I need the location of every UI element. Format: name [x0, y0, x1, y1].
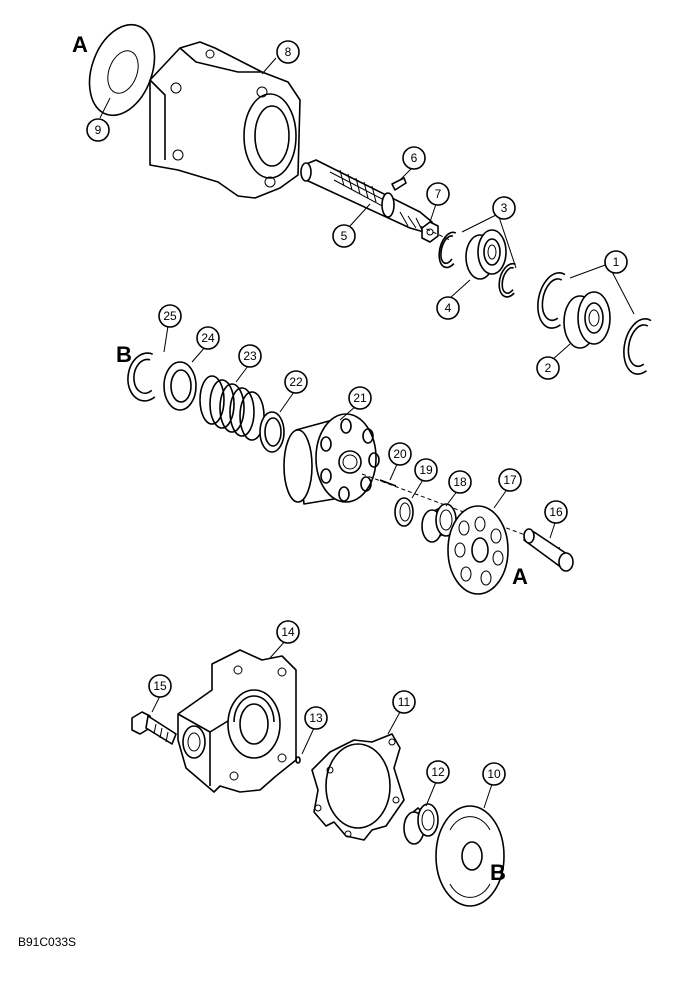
svg-text:11: 11	[398, 695, 411, 709]
callout-10: 10	[482, 762, 506, 786]
svg-text:5: 5	[341, 229, 348, 243]
part-4-bearing	[465, 229, 507, 280]
callout-20: 20	[388, 442, 412, 466]
callout-4: 4	[436, 296, 460, 320]
callout-2: 2	[536, 356, 560, 380]
svg-text:13: 13	[309, 711, 323, 725]
svg-text:20: 20	[393, 447, 407, 461]
callout-11: 11	[392, 690, 416, 714]
part-10-valve-plate	[435, 805, 505, 907]
callout-25: 25	[158, 304, 182, 328]
callout-21: 21	[348, 386, 372, 410]
callout-5: 5	[332, 224, 356, 248]
part-15-bolt	[131, 711, 177, 745]
callout-9: 9	[86, 118, 110, 142]
part-12-bushing	[403, 803, 439, 845]
callout-15: 15	[148, 674, 172, 698]
svg-text:3: 3	[501, 201, 508, 215]
callout-8: 8	[276, 40, 300, 64]
callout-1: 1	[604, 250, 628, 274]
svg-text:25: 25	[163, 309, 177, 323]
callout-22: 22	[284, 370, 308, 394]
callout-6: 6	[402, 146, 426, 170]
callout-3: 3	[492, 196, 516, 220]
ref-letter-a-top: A	[72, 32, 88, 57]
svg-text:18: 18	[453, 475, 467, 489]
part-21-cylinder-block	[283, 413, 380, 505]
callout-13: 13	[304, 706, 328, 730]
part-14-end-cover	[177, 649, 297, 793]
part-18-bushing	[421, 503, 457, 543]
svg-text:19: 19	[419, 463, 433, 477]
part-6-key	[391, 177, 407, 191]
part-19-split-ring	[394, 497, 414, 527]
part-3-snap-ring-a	[438, 231, 457, 269]
svg-text:15: 15	[153, 679, 167, 693]
part-3-snap-ring-b	[498, 262, 517, 298]
svg-text:16: 16	[549, 505, 563, 519]
ref-letter-a-middle: A	[512, 564, 528, 589]
ref-letter-b-bottom: B	[490, 860, 506, 885]
part-5-shaft	[300, 159, 433, 233]
svg-text:22: 22	[289, 375, 303, 389]
callout-24: 24	[196, 326, 220, 350]
svg-text:2: 2	[545, 361, 552, 375]
part-8-housing	[149, 41, 301, 199]
callout-18: 18	[448, 470, 472, 494]
svg-text:8: 8	[285, 45, 292, 59]
svg-text:12: 12	[431, 765, 445, 779]
part-2-bearing	[563, 291, 611, 349]
part-1-snap-ring-b	[623, 318, 652, 375]
svg-text:14: 14	[281, 625, 295, 639]
svg-text:23: 23	[243, 349, 257, 363]
callout-7: 7	[426, 182, 450, 206]
part-24-washer	[163, 361, 197, 411]
callout-12: 12	[426, 760, 450, 784]
part-25-ring	[127, 352, 156, 402]
svg-text:1: 1	[613, 255, 620, 269]
ref-letter-b-middle: B	[116, 342, 132, 367]
figure-code: B91C033S	[18, 935, 76, 949]
callout-16: 16	[544, 500, 568, 524]
svg-text:21: 21	[353, 391, 367, 405]
svg-text:24: 24	[201, 331, 215, 345]
part-23-spring	[199, 375, 265, 441]
part-22-shim	[259, 411, 285, 453]
part-11-gasket	[311, 733, 405, 841]
callout-17: 17	[498, 468, 522, 492]
callout-23: 23	[238, 344, 262, 368]
part-17-plate	[447, 505, 509, 595]
part-20-pin	[379, 479, 397, 487]
callout-14: 14	[276, 620, 300, 644]
svg-text:10: 10	[487, 767, 501, 781]
svg-text:4: 4	[445, 301, 452, 315]
svg-text:7: 7	[435, 187, 442, 201]
svg-text:6: 6	[411, 151, 418, 165]
svg-text:17: 17	[503, 473, 517, 487]
svg-text:9: 9	[95, 123, 102, 137]
part-1-snap-ring-a	[537, 272, 566, 329]
part-16-pin	[523, 528, 574, 572]
callout-19: 19	[414, 458, 438, 482]
part-13-o-ring	[295, 756, 301, 764]
